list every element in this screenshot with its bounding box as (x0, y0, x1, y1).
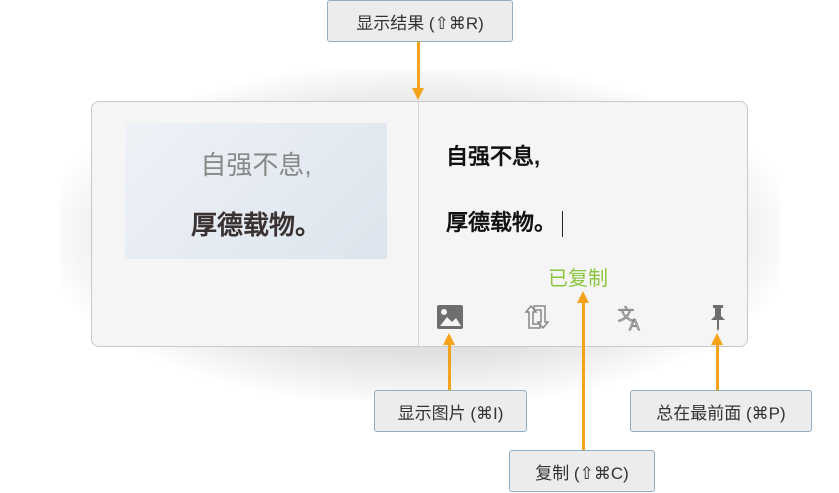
svg-text:A: A (629, 317, 640, 332)
image-icon[interactable] (435, 302, 465, 332)
translate-icon[interactable]: 文A (617, 302, 647, 333)
swap-icon[interactable] (522, 302, 552, 332)
arrowhead (711, 333, 723, 345)
arrow-show-image (448, 344, 451, 390)
image-text-line1: 自强不息, (200, 150, 312, 180)
copied-status: 已复制 (548, 268, 608, 290)
callout-copy: 复制 (⇧⌘C) (509, 450, 655, 492)
callout-show-result: 显示结果 (⇧⌘R) (327, 0, 513, 42)
image-text-line2: 厚德载物。 (190, 210, 321, 240)
result-text[interactable]: 自强不息, 厚德载物。 (446, 124, 564, 256)
arrow-always-on-top (716, 344, 719, 390)
svg-text:文: 文 (618, 306, 634, 324)
source-image: 自强不息, 厚德载物。 (125, 123, 387, 259)
callout-show-image: 显示图片 (⌘I) (374, 390, 527, 432)
divider (418, 102, 419, 346)
arrow-copy (582, 302, 585, 450)
result-line2: 厚德载物。 (446, 210, 557, 235)
arrowhead (412, 88, 424, 100)
arrowhead (443, 333, 455, 345)
result-line1: 自强不息, (446, 144, 541, 169)
text-cursor (562, 211, 564, 238)
pin-icon[interactable] (703, 302, 733, 332)
callout-always-on-top: 总在最前面 (⌘P) (630, 390, 812, 432)
arrow-show-result (417, 42, 420, 90)
arrowhead (577, 291, 589, 303)
